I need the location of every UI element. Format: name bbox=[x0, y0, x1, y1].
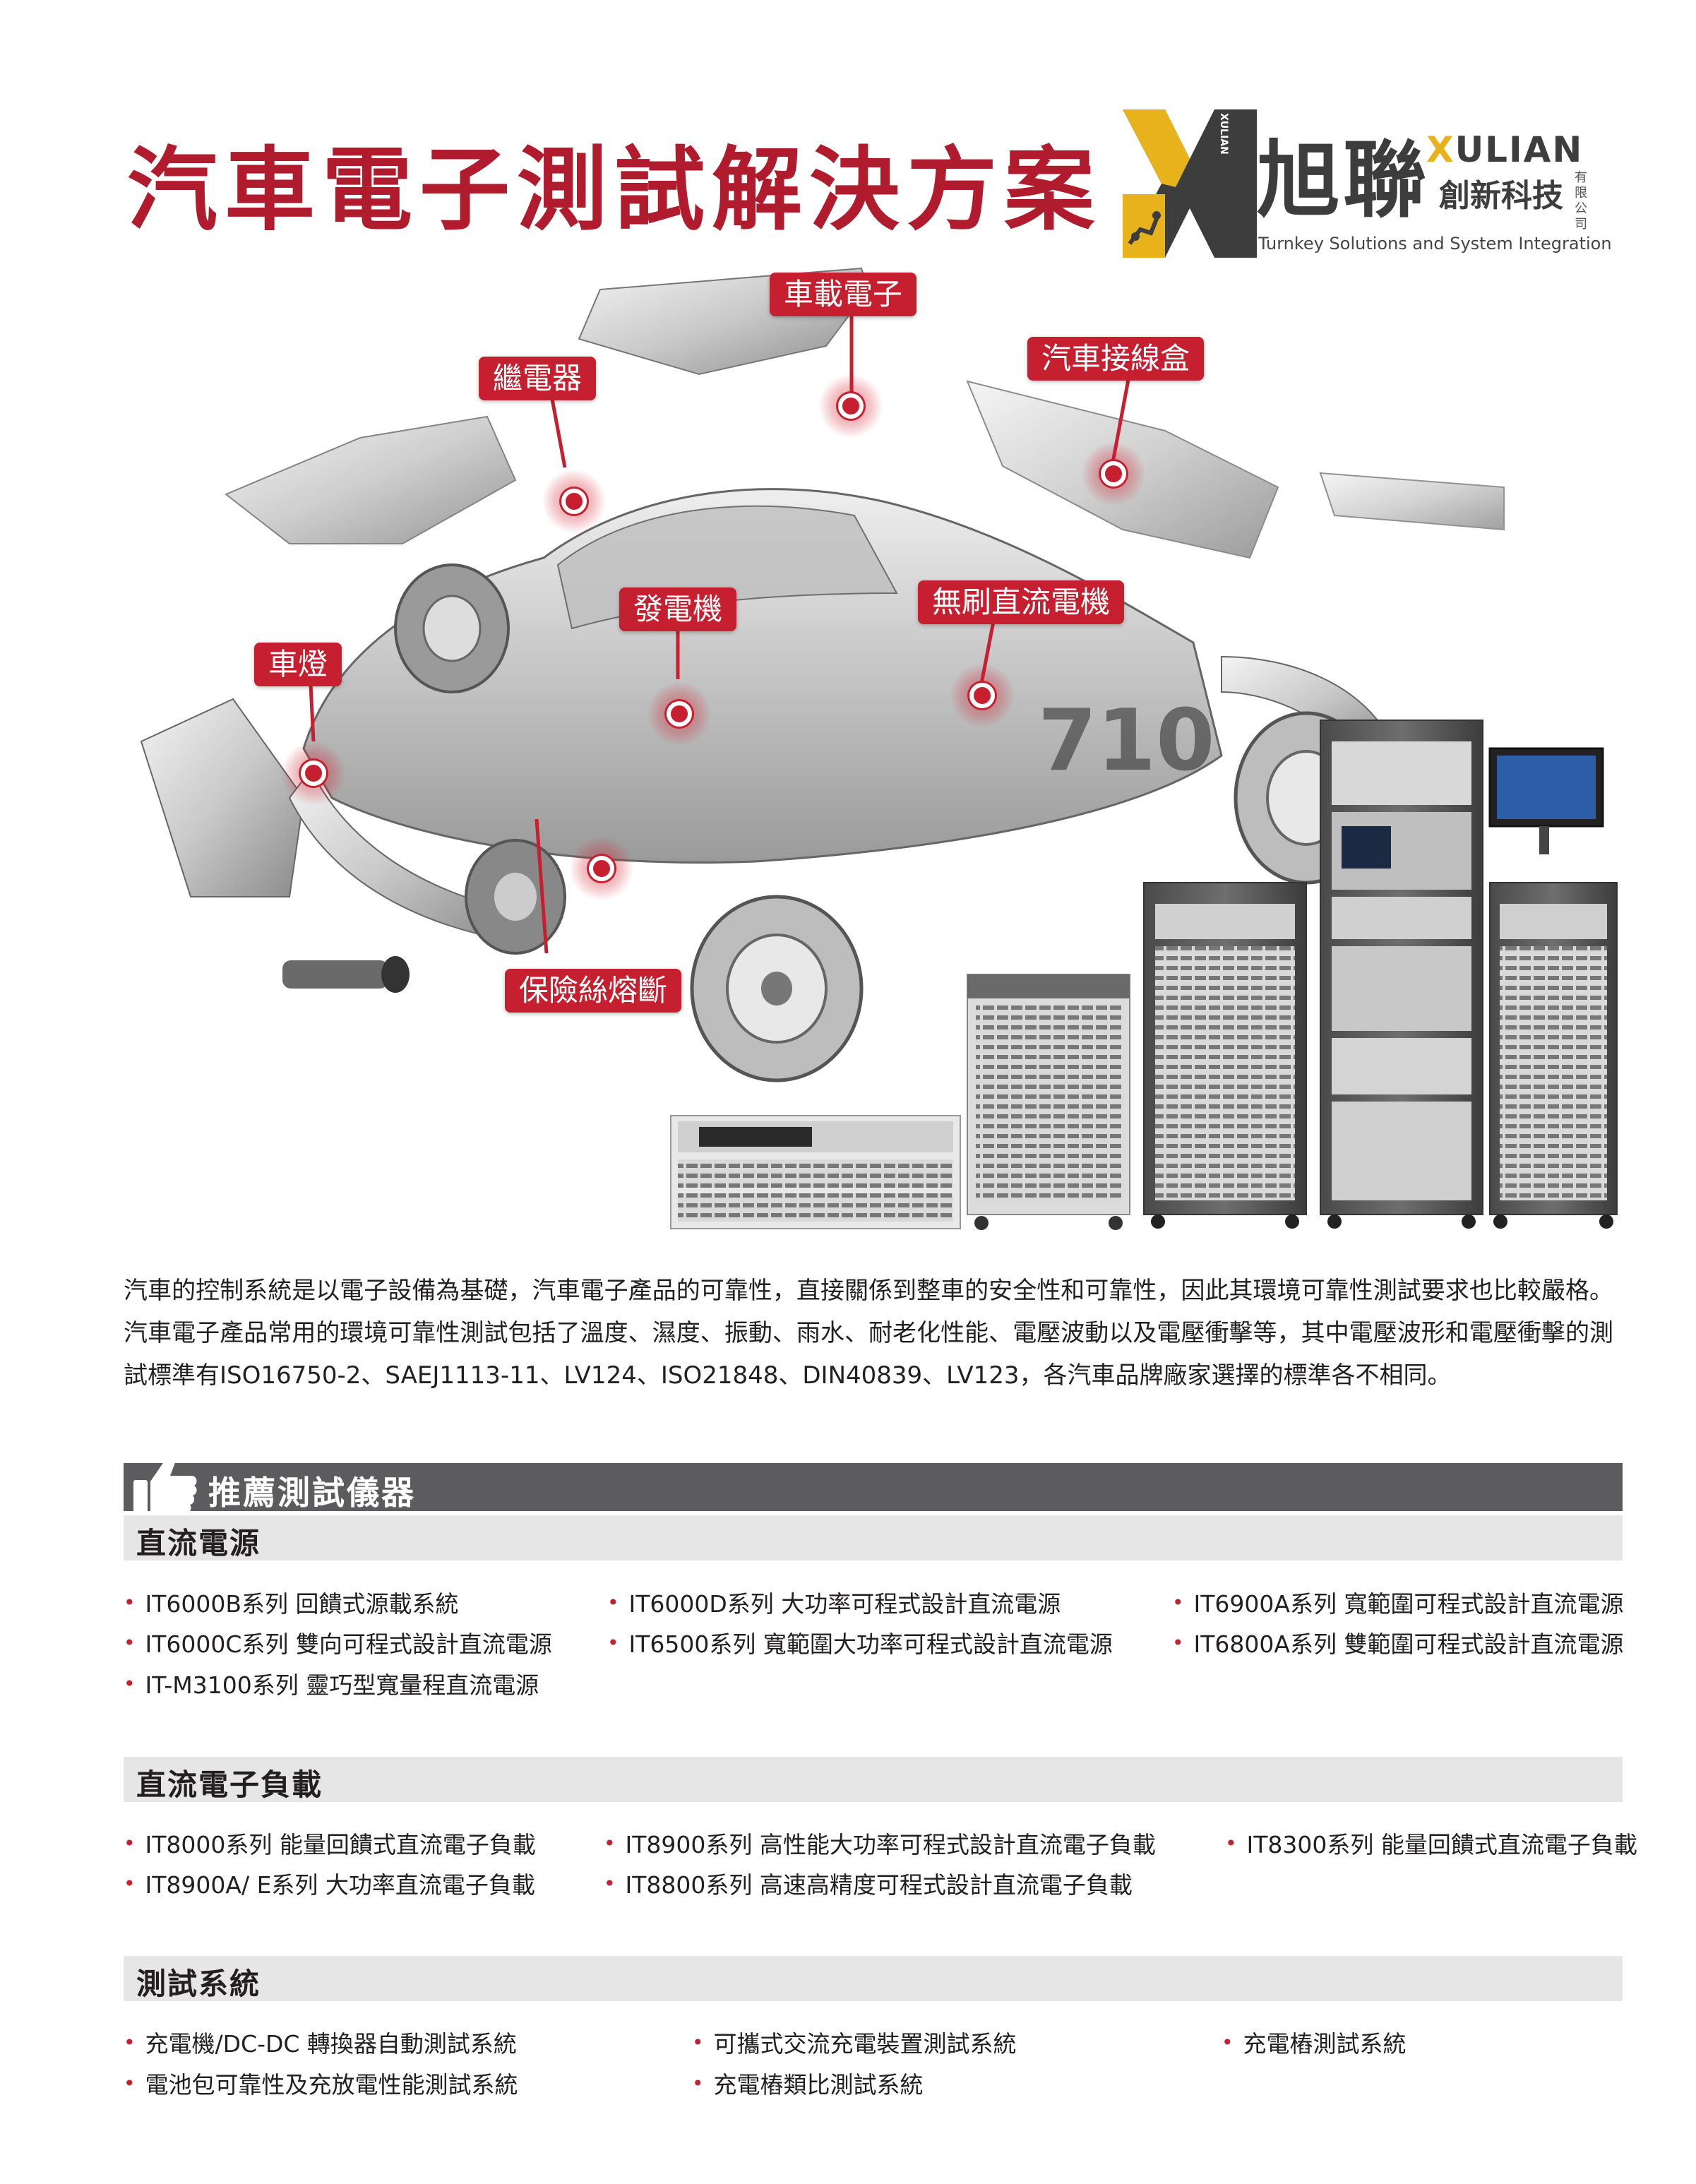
callout-generator: 發電機 bbox=[619, 587, 737, 631]
list-item: IT6000B系列 回饋式源載系統 bbox=[124, 1585, 459, 1619]
callout-headlight: 車燈 bbox=[254, 643, 342, 686]
dot-generator bbox=[647, 682, 711, 746]
list-item: IT6500系列 寬範圍大功率可程式設計直流電源 bbox=[607, 1625, 1113, 1659]
section-dc-power-title: 直流電源 bbox=[136, 1526, 261, 1561]
list-item: IT8900A/ E系列 大功率直流電子負載 bbox=[124, 1866, 535, 1900]
list-item: 電池包可靠性及充放電性能測試系統 bbox=[124, 2066, 518, 2100]
list-item: IT6000C系列 雙向可程式設計直流電源 bbox=[124, 1625, 552, 1659]
page-title: 汽車電子測試解決方案 bbox=[127, 138, 1102, 243]
callout-relay: 繼電器 bbox=[479, 357, 597, 400]
logo-ltd: 有限公司 bbox=[1575, 170, 1587, 232]
section-dc-load-title: 直流電子負載 bbox=[136, 1767, 323, 1802]
dot-bldc-motor bbox=[950, 664, 1014, 727]
dot-relay bbox=[542, 470, 606, 533]
recommended-title: 推薦測試儀器 bbox=[208, 1474, 416, 1512]
callout-in-vehicle-electronics: 車載電子 bbox=[770, 273, 917, 316]
list-item: IT8900系列 高性能大功率可程式設計直流電子負載 bbox=[604, 1826, 1156, 1860]
list-item: 可攜式交流充電裝置測試系統 bbox=[692, 2025, 1017, 2059]
list-item: IT6900A系列 寬範圍可程式設計直流電源 bbox=[1172, 1585, 1624, 1619]
dot-junction-box bbox=[1082, 442, 1145, 506]
list-item: IT6000D系列 大功率可程式設計直流電源 bbox=[607, 1585, 1061, 1619]
callout-junction-box: 汽車接線盒 bbox=[1027, 337, 1205, 381]
list-item: IT8800系列 高速高精度可程式設計直流電子負載 bbox=[604, 1866, 1133, 1900]
section-dc-load: 直流電子負載 bbox=[124, 1757, 1623, 1802]
callout-fuse: 保險絲熔斷 bbox=[505, 969, 682, 1013]
list-item: 充電樁測試系統 bbox=[1222, 2025, 1407, 2059]
logo-zh-name: 旭聯 bbox=[1257, 131, 1430, 229]
intro-paragraph: 汽車的控制系統是以電子設備為基礎，汽車電子產品的可靠性，直接關係到整車的安全性和… bbox=[124, 1277, 1613, 1390]
thumbs-up-icon bbox=[133, 1457, 197, 1514]
list-item: 充電樁類比測試系統 bbox=[692, 2066, 924, 2100]
logo-en-rest: ULIAN bbox=[1455, 129, 1584, 170]
list-item: IT8000系列 能量回饋式直流電子負載 bbox=[124, 1826, 536, 1860]
section-dc-power: 直流電源 bbox=[124, 1515, 1623, 1561]
dot-fuse bbox=[570, 837, 633, 900]
list-item: IT6800A系列 雙範圍可程式設計直流電源 bbox=[1172, 1625, 1624, 1659]
logo-vertical-text: XULIAN bbox=[1218, 113, 1229, 155]
hero-illustration: 710 bbox=[120, 261, 1624, 1257]
logo-company: 創新科技 bbox=[1439, 178, 1563, 214]
dot-headlight bbox=[282, 741, 345, 805]
list-item: 充電機/DC-DC 轉換器自動測試系統 bbox=[124, 2025, 517, 2059]
svg-text:710: 710 bbox=[1038, 692, 1215, 790]
logo-tagline: Turnkey Solutions and System Integration bbox=[1258, 234, 1612, 253]
company-logo: 旭聯 XULIAN 創新科技 有限公司 Turnkey Solutions an… bbox=[1123, 109, 1612, 265]
logo-en-name: XULIAN bbox=[1426, 129, 1583, 170]
logo-mark-icon bbox=[1123, 109, 1257, 258]
callout-bldc-motor: 無刷直流電機 bbox=[918, 580, 1125, 624]
logo-en-x: X bbox=[1426, 129, 1455, 170]
list-item: IT8300系列 能量回饋式直流電子負載 bbox=[1225, 1826, 1637, 1860]
list-item: IT-M3100系列 靈巧型寬量程直流電源 bbox=[124, 1666, 539, 1700]
dot-in-vehicle-electronics bbox=[819, 374, 883, 438]
section-test-system-title: 測試系統 bbox=[136, 1967, 261, 2001]
section-test-system: 測試系統 bbox=[124, 1956, 1623, 2001]
recommended-header-bar: 推薦測試儀器 bbox=[124, 1457, 1623, 1514]
